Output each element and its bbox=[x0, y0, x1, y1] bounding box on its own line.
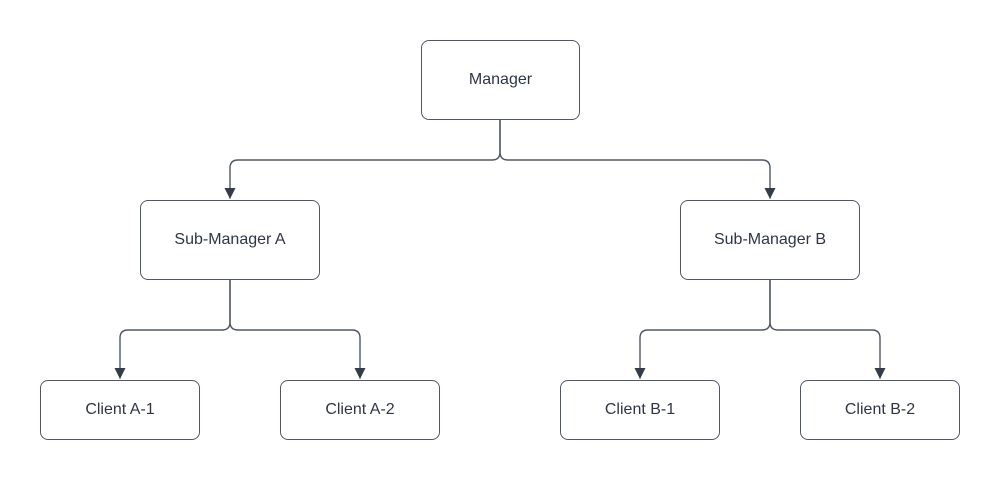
connector-sub-manager-b-to-client-b2 bbox=[769, 280, 886, 380]
node-sub-manager-b-label: Sub-Manager B bbox=[713, 231, 827, 249]
connector-manager-to-sub-manager-a bbox=[224, 120, 501, 200]
node-client-b2-label: Client B-2 bbox=[844, 401, 916, 419]
connector-manager-to-sub-manager-b bbox=[499, 120, 776, 200]
connector-sub-manager-a-to-client-a1 bbox=[114, 280, 231, 380]
node-manager[interactable]: Manager bbox=[421, 40, 580, 120]
node-sub-manager-a-label: Sub-Manager A bbox=[174, 231, 286, 249]
node-client-b1-label: Client B-1 bbox=[604, 401, 676, 419]
node-client-a2-label: Client A-2 bbox=[325, 401, 395, 419]
node-client-a1[interactable]: Client A-1 bbox=[40, 380, 200, 440]
node-client-b2[interactable]: Client B-2 bbox=[800, 380, 960, 440]
connector-sub-manager-b-to-client-b1 bbox=[634, 280, 771, 380]
connector-sub-manager-a-to-client-a2 bbox=[229, 280, 366, 380]
node-client-a1-label: Client A-1 bbox=[85, 401, 155, 419]
node-sub-manager-b[interactable]: Sub-Manager B bbox=[680, 200, 860, 280]
node-client-b1[interactable]: Client B-1 bbox=[560, 380, 720, 440]
node-sub-manager-a[interactable]: Sub-Manager A bbox=[140, 200, 320, 280]
node-manager-label: Manager bbox=[468, 71, 533, 89]
node-client-a2[interactable]: Client A-2 bbox=[280, 380, 440, 440]
